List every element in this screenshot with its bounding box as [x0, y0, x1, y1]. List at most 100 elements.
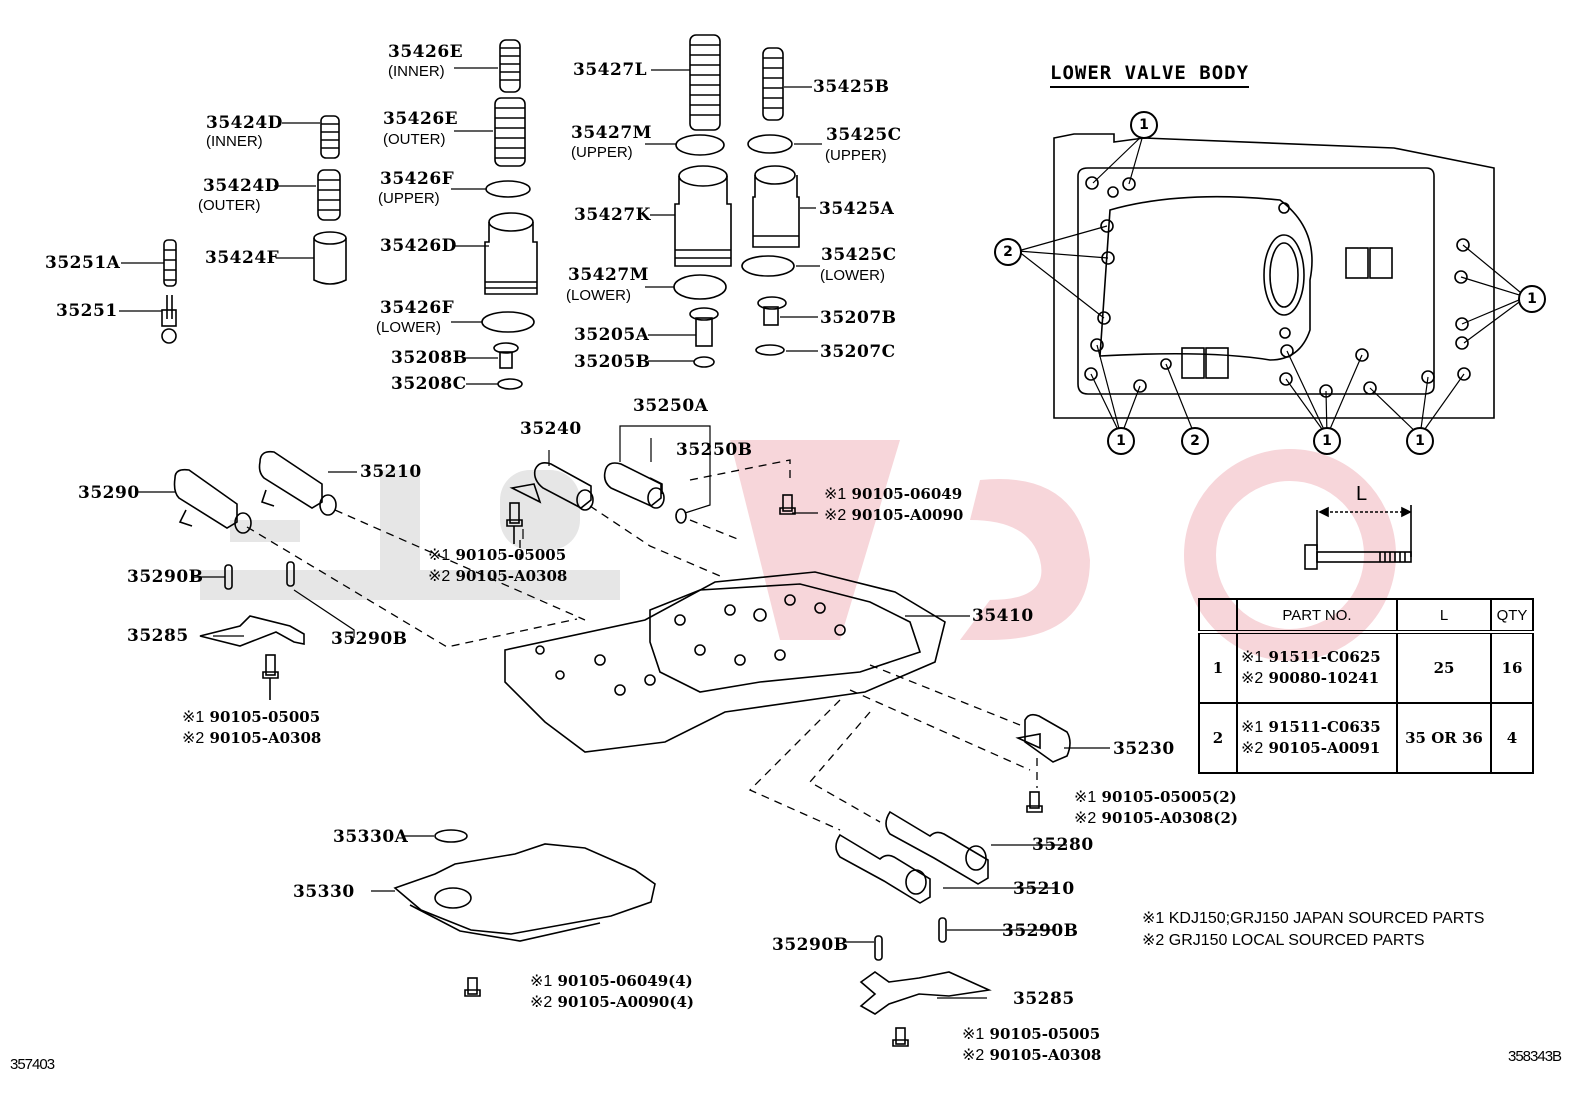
bolt-part-number: 90105-06049(4) — [557, 972, 693, 990]
part-label-35427M-upper[interactable]: 35427M — [571, 123, 652, 143]
part-label-35208C[interactable]: 35208C — [391, 374, 467, 394]
part-label-35290[interactable]: 35290 — [78, 483, 140, 503]
part-label-35426E-inner[interactable]: 35426E — [388, 42, 464, 62]
part-label-35250A[interactable]: 35250A — [633, 396, 709, 416]
part-note-inner: (INNER) — [388, 63, 445, 80]
part-label-35280[interactable]: 35280 — [1032, 835, 1094, 855]
note-marker-2: ※2 — [824, 507, 847, 524]
table-header-row: PART NO. L QTY — [1198, 598, 1534, 634]
sleeve-35425A — [752, 165, 800, 248]
part-number-local[interactable]: 90105-A0091 — [1268, 739, 1381, 757]
bolt-ref-plate-left[interactable]: ※1 90105-05005 ※2 90105-A0308 — [182, 707, 321, 749]
callout-bolt-1[interactable]: 1 — [1406, 427, 1434, 455]
part-label-35285-left[interactable]: 35285 — [127, 626, 189, 646]
part-label-35290B-left2[interactable]: 35290B — [331, 629, 408, 649]
solenoid-35210-top — [258, 450, 337, 516]
part-label-35250B[interactable]: 35250B — [676, 440, 753, 460]
part-label-35330A[interactable]: 35330A — [333, 827, 409, 847]
clip-35205B — [693, 356, 715, 368]
bolt-ref-solenoid-top[interactable]: ※1 90105-05005 ※2 90105-A0308 — [428, 545, 567, 587]
bolt-part-number: 90105-A0308 — [989, 1046, 1102, 1064]
bolt-part-number: 90105-05005(2) — [1101, 788, 1237, 806]
part-label-35424D-outer[interactable]: 35424D — [203, 176, 280, 196]
note-marker-1: ※1 — [182, 709, 205, 726]
part-number-local[interactable]: 90080-10241 — [1268, 669, 1380, 687]
part-label-35426D[interactable]: 35426D — [380, 236, 457, 256]
row-index: 1 — [1198, 631, 1238, 704]
bolt-icon — [262, 494, 1043, 1047]
part-label-35290B-right2[interactable]: 35290B — [772, 935, 849, 955]
part-label-35426F-upper[interactable]: 35426F — [380, 169, 455, 189]
part-label-35425C-lower[interactable]: 35425C — [821, 245, 897, 265]
plate-35285-right — [859, 971, 992, 1015]
callout-bolt-1[interactable]: 1 — [1313, 427, 1341, 455]
note-marker-1: ※1 — [824, 486, 847, 503]
part-label-35424F[interactable]: 35424F — [205, 248, 280, 268]
bolt-part-number: 90105-A0090(4) — [557, 993, 694, 1011]
part-label-35210-bottom[interactable]: 35210 — [1013, 879, 1075, 899]
part-label-35207B[interactable]: 35207B — [820, 308, 897, 328]
bolt-part-number: 90105-05005 — [455, 546, 567, 564]
part-label-35285-right[interactable]: 35285 — [1013, 989, 1075, 1009]
solenoid-35210-bottom — [835, 833, 931, 904]
part-label-35251[interactable]: 35251 — [56, 301, 118, 321]
table-row: 1 ※1 91511-C0625 ※2 90080-10241 25 16 — [1198, 631, 1534, 704]
column-header-length: L — [1396, 598, 1492, 634]
part-number-japan[interactable]: 91511-C0635 — [1268, 718, 1381, 736]
part-label-35427K[interactable]: 35427K — [574, 205, 651, 225]
part-note-outer-2: (OUTER) — [198, 197, 261, 214]
part-label-35427L[interactable]: 35427L — [573, 60, 648, 80]
part-note-lower-3: (LOWER) — [820, 267, 885, 284]
oring-35425C-upper — [747, 134, 793, 154]
note-marker-1: ※1 — [1074, 789, 1097, 806]
part-number-japan[interactable]: 91511-C0625 — [1268, 648, 1381, 666]
callout-bolt-2[interactable]: 2 — [994, 238, 1022, 266]
part-label-35330[interactable]: 35330 — [293, 882, 355, 902]
part-label-35425C-upper[interactable]: 35425C — [826, 125, 902, 145]
part-label-35208B[interactable]: 35208B — [391, 348, 468, 368]
part-label-35425B[interactable]: 35425B — [813, 77, 890, 97]
part-label-35424D-inner[interactable]: 35424D — [206, 113, 283, 133]
oring-35426F-lower — [481, 311, 535, 333]
part-label-35290B-right1[interactable]: 35290B — [1002, 921, 1079, 941]
part-label-35426E-outer[interactable]: 35426E — [383, 109, 459, 129]
table-row: 2 ※1 91511-C0635 ※2 90105-A0091 35 OR 36… — [1198, 702, 1534, 774]
column-header-part-no: PART NO. — [1236, 598, 1398, 634]
oring-35427M-lower — [673, 274, 727, 300]
part-label-35427M-lower[interactable]: 35427M — [568, 265, 649, 285]
row-qty: 16 — [1490, 631, 1534, 704]
dimension-label-L: L — [1356, 483, 1368, 505]
assembly-dashed-lines — [246, 459, 1038, 831]
part-label-35410[interactable]: 35410 — [972, 606, 1034, 626]
lower-valve-body-view — [1053, 133, 1495, 419]
bolt-ref-plate-right[interactable]: ※1 90105-05005 ※2 90105-A0308 — [962, 1024, 1101, 1066]
callout-bolt-2[interactable]: 2 — [1181, 427, 1209, 455]
part-label-35230[interactable]: 35230 — [1113, 739, 1175, 759]
part-label-35425A[interactable]: 35425A — [819, 199, 895, 219]
bolt-part-number: 90105-05005 — [209, 708, 321, 726]
callout-bolt-1[interactable]: 1 — [1518, 285, 1546, 313]
spring-35426E-outer — [494, 97, 526, 167]
part-label-35207C[interactable]: 35207C — [820, 342, 896, 362]
part-label-35205A[interactable]: 35205A — [574, 325, 650, 345]
leader-lines-lower — [137, 438, 1110, 999]
callout-bolt-1[interactable]: 1 — [1107, 427, 1135, 455]
callout-bolt-1[interactable]: 1 — [1130, 111, 1158, 139]
part-label-35240[interactable]: 35240 — [520, 419, 582, 439]
row-part-numbers: ※1 91511-C0625 ※2 90080-10241 — [1236, 631, 1398, 704]
part-note-outer: (OUTER) — [383, 131, 446, 148]
image-code-right: 358343B — [1508, 1048, 1562, 1065]
part-note-inner-2: (INNER) — [206, 133, 263, 150]
note-marker-1: ※1 — [1241, 649, 1264, 666]
part-note-upper: (UPPER) — [378, 190, 440, 207]
part-label-35210-top[interactable]: 35210 — [360, 462, 422, 482]
bolt-ref-strainer[interactable]: ※1 90105-06049(4) ※2 90105-A0090(4) — [530, 971, 694, 1013]
part-label-35290B-left1[interactable]: 35290B — [127, 567, 204, 587]
bolt-ref-solenoid-right[interactable]: ※1 90105-05005(2) ※2 90105-A0308(2) — [1074, 787, 1238, 829]
part-label-35205B[interactable]: 35205B — [574, 352, 651, 372]
bolt-ref-valve-top[interactable]: ※1 90105-06049 ※2 90105-A0090 — [824, 484, 963, 526]
note-marker-2: ※2 — [1241, 740, 1264, 757]
part-label-35426F-lower[interactable]: 35426F — [380, 298, 455, 318]
part-label-35251A[interactable]: 35251A — [45, 253, 121, 273]
